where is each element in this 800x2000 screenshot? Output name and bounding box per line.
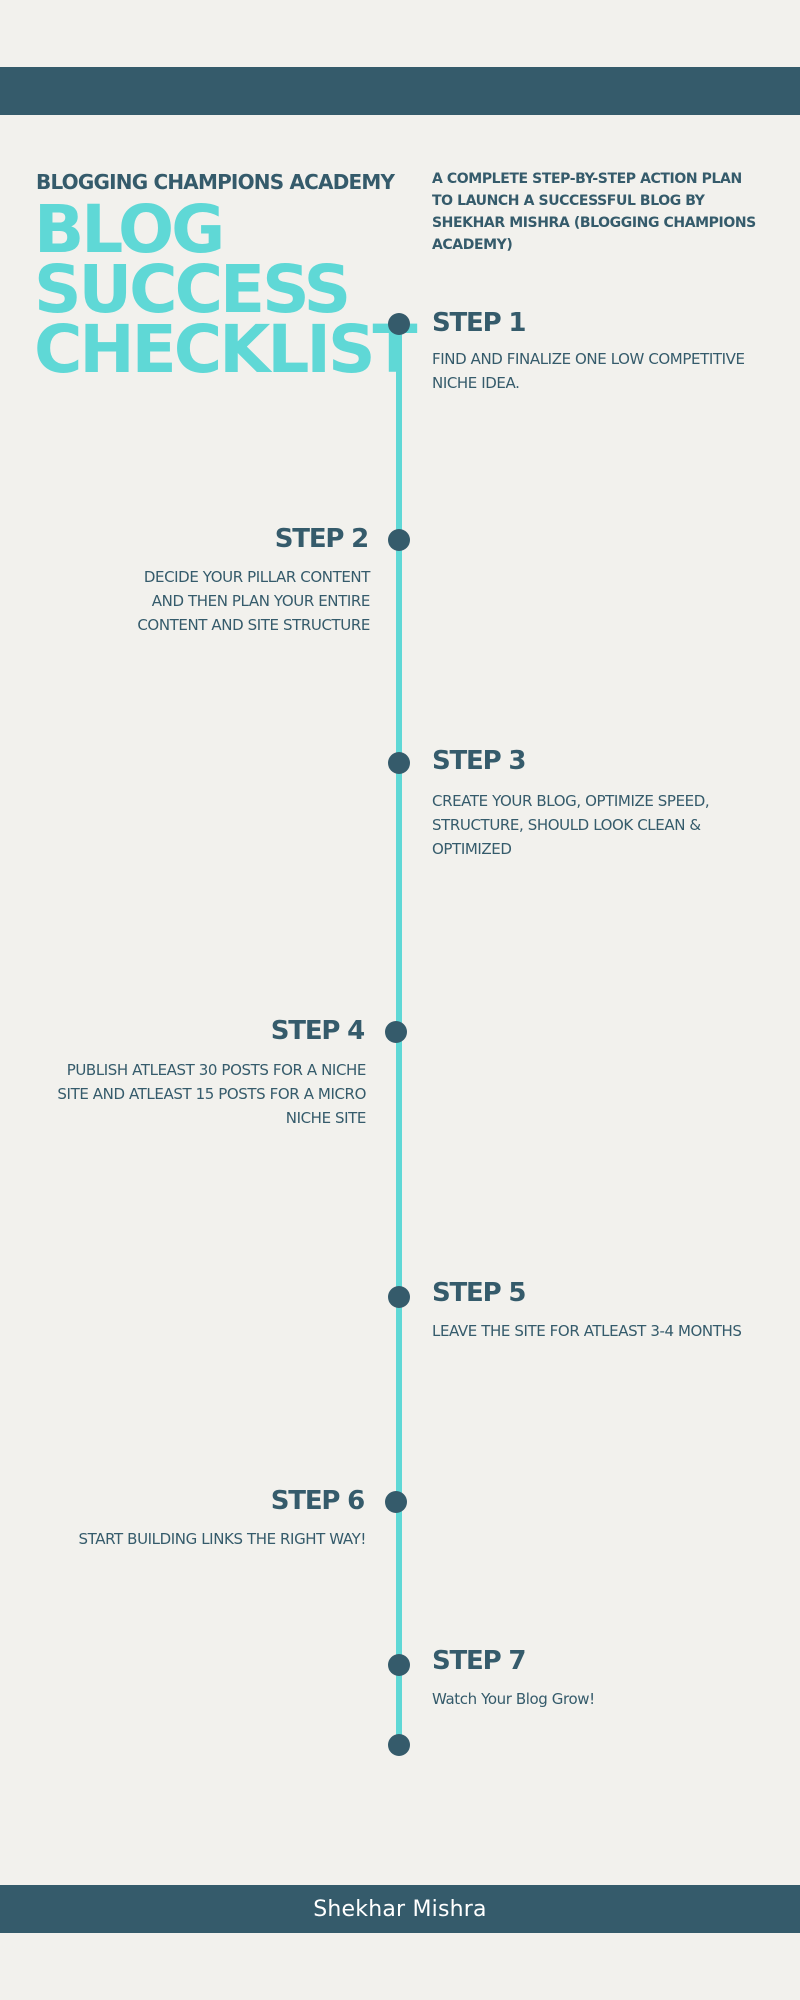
title-line: SUCCESS — [34, 251, 351, 328]
step-3-description: CREATE YOUR BLOG, OPTIMIZE SPEED, STRUCT… — [432, 792, 710, 858]
step-7-title: STEP 7 — [432, 1646, 526, 1676]
intro-text: A COMPLETE STEP-BY-STEP ACTION PLAN TO L… — [432, 171, 756, 253]
step-1-title: STEP 1 — [432, 308, 526, 338]
timeline-dot-step-5 — [388, 1286, 410, 1308]
step-4-title: STEP 4 — [270, 1016, 365, 1046]
timeline-end-dot — [388, 1734, 410, 1756]
timeline-dot-step-4 — [385, 1021, 407, 1043]
step-2-title: STEP 2 — [274, 524, 369, 554]
timeline-dot-step-6 — [385, 1491, 407, 1513]
title-line: CHECKLIST — [34, 311, 418, 388]
step-7-description: Watch Your Blog Grow! — [432, 1690, 595, 1708]
step-6-title: STEP 6 — [270, 1486, 365, 1516]
step-5-description: LEAVE THE SITE FOR ATLEAST 3-4 MONTHS — [432, 1322, 742, 1340]
step-1-description: FIND AND FINALIZE ONE LOW COMPETITIVE NI… — [432, 350, 745, 392]
step-4-description: PUBLISH ATLEAST 30 POSTS FOR A NICHE SIT… — [57, 1061, 366, 1127]
academy-name: BLOGGING CHAMPIONS ACADEMY — [36, 170, 395, 194]
footer-banner: Shekhar Mishra — [0, 1885, 800, 1933]
timeline-dot-step-7 — [388, 1654, 410, 1676]
timeline-dot-step-1 — [388, 313, 410, 335]
step-2-description: DECIDE YOUR PILLAR CONTENT AND THEN PLAN… — [137, 568, 370, 634]
footer-author-name: Shekhar Mishra — [313, 1896, 487, 1922]
step-6-description: START BUILDING LINKS THE RIGHT WAY! — [78, 1530, 367, 1548]
timeline-dot-step-2 — [388, 529, 410, 551]
step-5-title: STEP 5 — [432, 1278, 526, 1308]
timeline-dot-step-3 — [388, 752, 410, 774]
step-3-title: STEP 3 — [432, 746, 526, 776]
top-banner — [0, 67, 800, 115]
title-line: BLOG — [34, 191, 225, 268]
page-title: BLOG SUCCESS CHECKLIST — [34, 191, 418, 388]
